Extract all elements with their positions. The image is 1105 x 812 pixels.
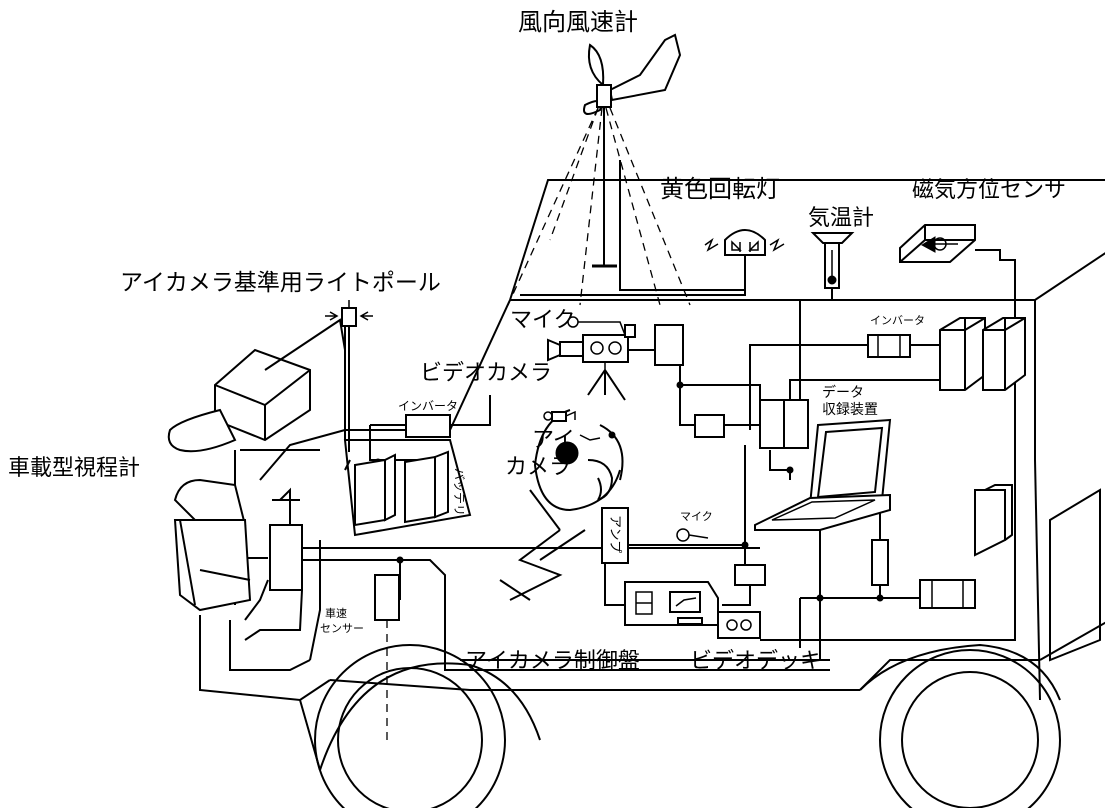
front-wheel [314, 644, 506, 812]
label-eyecam-light-pole: アイカメラ基準用ライトポール [120, 270, 441, 296]
small-unit-icon [694, 414, 725, 438]
data-recorder-icon [754, 399, 892, 531]
label-speed-sensor-1: 車速 [325, 606, 347, 620]
magnetic-direction-sensor-icon [899, 224, 976, 263]
wiring-nodes [374, 381, 884, 602]
label-data-recorder-2: 収録装置 [822, 402, 878, 418]
label-mic-top: マイク [510, 308, 576, 333]
anemometer-icon [507, 33, 691, 306]
label-data-recorder-1: データ [822, 384, 864, 401]
video-deck-icon [717, 564, 766, 639]
inverter-left-icon [405, 414, 451, 438]
eye-camera-control-panel-icon [624, 581, 719, 626]
label-inverter-left: インバータ [398, 399, 458, 413]
label-eye-camera-1: アイ [532, 428, 575, 453]
rear-unit-icon [871, 484, 1013, 609]
label-anemometer: 風向風速計 [518, 8, 638, 36]
vehicle-body [199, 179, 1105, 771]
rotating-light-icon [704, 229, 785, 290]
wiring [229, 160, 1016, 671]
mic-lower-icon [676, 528, 709, 542]
label-inverter-right: インバータ [870, 314, 925, 327]
label-thermometer: 気温計 [808, 206, 874, 231]
label-video-camera: ビデオカメラ [420, 361, 552, 386]
label-battery: バッテリ [452, 468, 466, 516]
labels: 風向風速計 黄色回転灯 気温計 磁気方位センサ アイカメラ基準用ライトポール マ… [8, 8, 1066, 674]
rear-wheel [879, 649, 1061, 812]
label-eye-camera-2: カメラ [505, 455, 571, 480]
visibility-meter-icon [167, 318, 346, 612]
label-visibility-meter: 車載型視程計 [8, 456, 140, 481]
label-magnetic-sensor: 磁気方位センサ [912, 178, 1066, 203]
label-rotating-light: 黄色回転灯 [660, 175, 780, 203]
right-batteries-icon [939, 317, 1026, 391]
battery-icon [343, 439, 472, 537]
thermometer-icon [810, 232, 855, 289]
label-amp: アンプ [607, 515, 622, 553]
driver-eye-camera-icon [499, 409, 624, 601]
amp-icon [601, 507, 629, 564]
label-video-deck: ビデオデッキ [690, 649, 822, 674]
light-pole-icon [325, 300, 373, 452]
label-mic-lower: マイク [680, 510, 713, 523]
label-speed-sensor-2: センサー [320, 622, 364, 635]
inverter-right-icon [867, 334, 911, 358]
speed-sensor-icon [374, 574, 400, 745]
video-camera-icon [547, 316, 684, 401]
label-eyecam-control-panel: アイカメラ制御盤 [465, 649, 640, 674]
